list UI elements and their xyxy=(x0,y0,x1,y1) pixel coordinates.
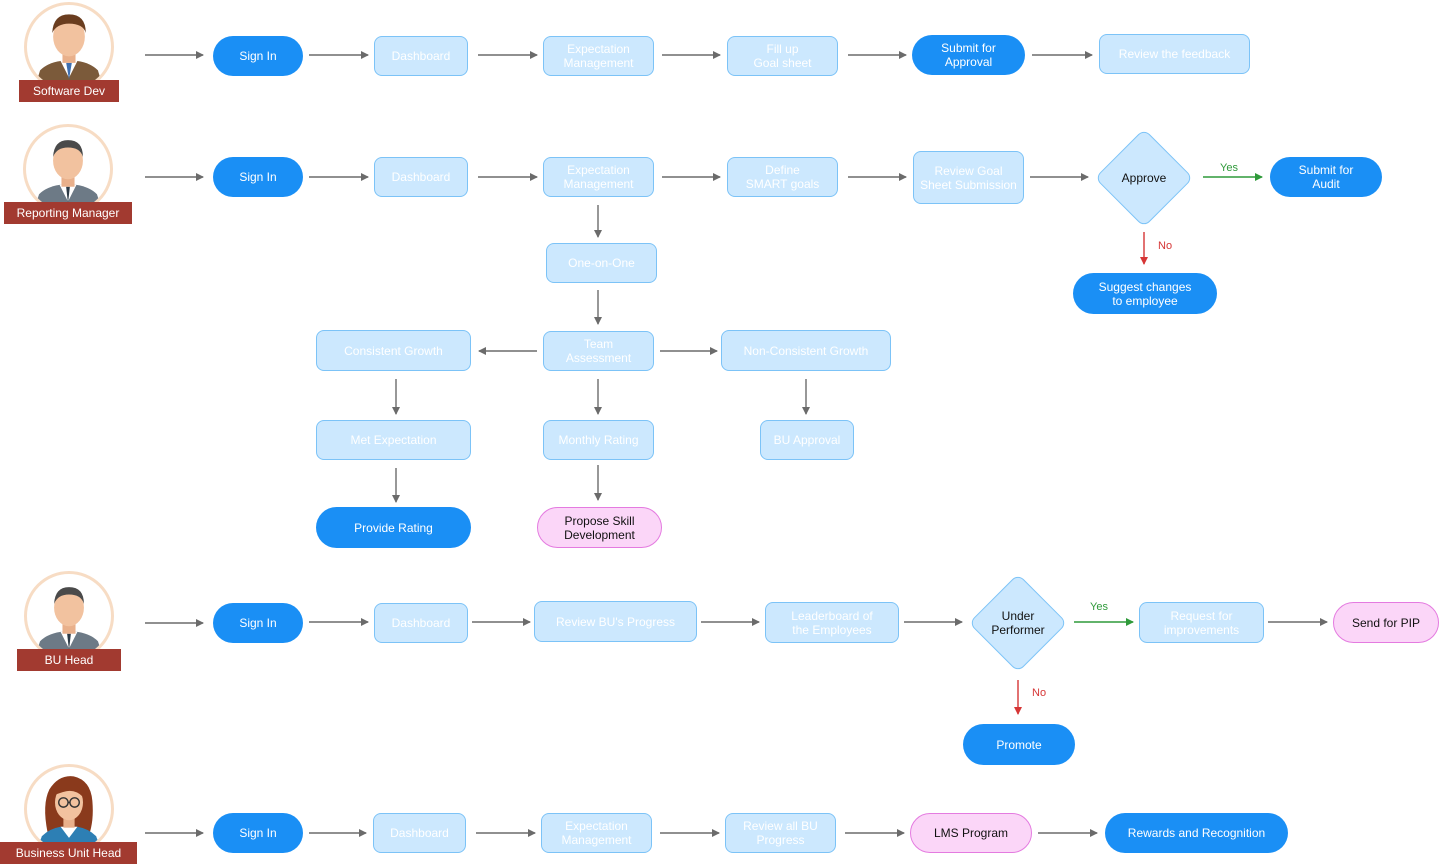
edge-label-yes: Yes xyxy=(1090,601,1108,613)
node-buh-rewards: Rewards and Recognition xyxy=(1105,813,1288,853)
node-buh-expect: Expectation Management xyxy=(541,813,652,853)
node-rm-buapproval: BU Approval xyxy=(760,420,854,460)
avatar-icon xyxy=(24,2,114,92)
node-rm-rating: Provide Rating xyxy=(316,507,471,548)
node-sd-submit: Submit for Approval xyxy=(912,35,1025,75)
actor-bu-head: BU Head xyxy=(17,571,121,673)
node-bu-promote: Promote xyxy=(963,724,1075,765)
decision-label: Approve xyxy=(1121,171,1167,185)
node-bu-leader: Leaderboard of the Employees xyxy=(765,602,899,643)
node-rm-audit: Submit for Audit xyxy=(1270,157,1382,197)
node-buh-review: Review all BU Progress xyxy=(725,813,836,853)
avatar-icon xyxy=(23,124,113,214)
edge-label-yes: Yes xyxy=(1220,162,1238,174)
node-rm-oneonone: One-on-One xyxy=(546,243,657,283)
actor-reporting-manager: Reporting Manager xyxy=(4,124,132,226)
role-label: BU Head xyxy=(17,649,121,671)
node-rm-met: Met Expectation xyxy=(316,420,471,460)
node-buh-dashboard: Dashboard xyxy=(373,813,466,853)
node-bu-progress: Review BU's Progress xyxy=(534,601,697,642)
node-rm-nonconsistent: Non-Consistent Growth xyxy=(721,330,891,371)
actor-software-dev: Software Dev xyxy=(19,2,119,102)
node-rm-skill: Propose Skill Development xyxy=(537,507,662,548)
node-sd-expect: Expectation Management xyxy=(543,36,654,76)
node-sd-signin: Sign In xyxy=(213,36,303,76)
actor-business-unit-head: Business Unit Head xyxy=(0,764,137,866)
node-bu-dashboard: Dashboard xyxy=(374,603,468,643)
node-rm-suggest: Suggest changes to employee xyxy=(1073,273,1217,314)
node-rm-signin: Sign In xyxy=(213,157,303,197)
edge-label-no: No xyxy=(1032,687,1047,699)
node-bu-pip: Send for PIP xyxy=(1333,602,1439,643)
node-rm-define: Define SMART goals xyxy=(727,157,838,197)
node-sd-fill: Fill up Goal sheet xyxy=(727,36,838,76)
node-buh-lms: LMS Program xyxy=(910,813,1032,853)
role-label: Software Dev xyxy=(19,80,119,102)
node-sd-dashboard: Dashboard xyxy=(374,36,468,76)
decision-rm-approve: Approve xyxy=(1094,128,1194,228)
node-rm-consistent: Consistent Growth xyxy=(316,330,471,371)
decision-bu-under: Under Performer xyxy=(968,573,1068,673)
node-rm-monthly: Monthly Rating xyxy=(543,420,654,460)
avatar-icon xyxy=(24,571,114,661)
node-rm-team: Team Assessment xyxy=(543,331,654,371)
avatar-icon xyxy=(23,764,114,854)
node-rm-reviewgoal: Review Goal Sheet Submission xyxy=(913,151,1024,204)
node-sd-review: Review the feedback xyxy=(1099,34,1250,74)
role-label: Business Unit Head xyxy=(0,842,137,864)
node-buh-signin: Sign In xyxy=(213,813,303,853)
node-bu-signin: Sign In xyxy=(213,603,303,643)
decision-label: Under Performer xyxy=(991,609,1045,637)
node-rm-expect: Expectation Management xyxy=(543,157,654,197)
role-label: Reporting Manager xyxy=(4,202,132,224)
node-rm-dashboard: Dashboard xyxy=(374,157,468,197)
node-bu-request: Request for improvements xyxy=(1139,602,1264,643)
edge-label-no: No xyxy=(1158,240,1173,252)
